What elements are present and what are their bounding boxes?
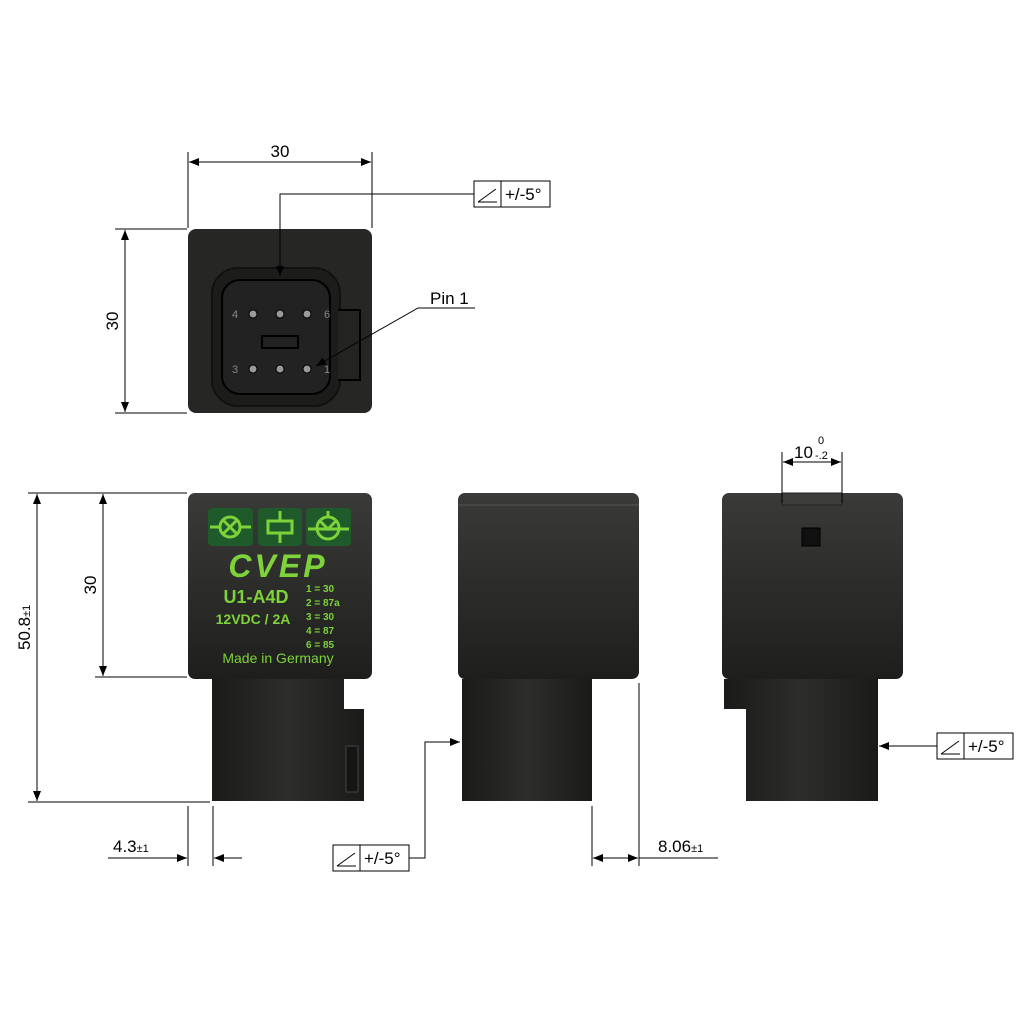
lamp-icon — [210, 515, 251, 539]
back-view: 10 0 -.2 +/-5° — [722, 435, 1014, 801]
pinout-item: 4 = 87 — [306, 626, 335, 637]
back-body — [722, 493, 903, 679]
pins — [248, 309, 312, 374]
pinout-item: 6 = 85 — [306, 640, 335, 651]
angle-tolerance: +/-5° — [968, 737, 1005, 756]
pin-1-label: Pin 1 — [430, 289, 469, 308]
pin-number: 4 — [232, 309, 238, 321]
height-dimension: 30 — [103, 312, 122, 331]
pin-number: 6 — [324, 309, 330, 321]
horn-icon — [308, 511, 349, 541]
offset-dimension: 4.3±1 — [113, 837, 149, 856]
total-height-dimension: 50.8±1 — [15, 605, 34, 650]
pin-number: 1 — [324, 364, 330, 376]
pinout-item: 3 = 30 — [306, 612, 335, 623]
slot-dimension: 10 — [794, 443, 813, 462]
front-connector — [212, 679, 364, 801]
brand-logo: CVEP — [228, 548, 327, 584]
angle-tolerance-box — [473, 180, 551, 208]
origin-label: Made in Germany — [222, 650, 333, 666]
angle-tolerance-box — [332, 844, 410, 872]
angle-tolerance: +/-5° — [364, 849, 401, 868]
symbol-icons — [208, 508, 351, 546]
angle-tolerance-box — [936, 732, 1014, 760]
offset-dimension: 8.06±1 — [658, 837, 703, 856]
slot-tolerance-lower: -.2 — [815, 450, 828, 462]
front-view: CVEP U1-A4D 12VDC / 2A 1 = 30 2 = 87a 3 … — [15, 492, 372, 866]
pinout-item: 2 = 87a — [306, 598, 340, 609]
slot-tolerance-upper: 0 — [818, 435, 824, 447]
rating-label: 12VDC / 2A — [216, 611, 291, 627]
side-view: +/-5° 8.06±1 — [332, 493, 718, 872]
latch — [338, 309, 361, 381]
width-dimension: 30 — [271, 142, 290, 161]
angularity-icon — [477, 188, 497, 203]
side-body — [458, 493, 639, 679]
pinout-item: 1 = 30 — [306, 584, 335, 595]
model-label: U1-A4D — [223, 587, 288, 607]
vent-hole — [801, 527, 821, 547]
angularity-icon — [336, 852, 356, 867]
angle-tolerance: +/-5° — [505, 185, 542, 204]
pinout-list: 1 = 30 2 = 87a 3 = 30 4 = 87 6 = 85 — [306, 584, 340, 651]
angularity-icon — [940, 740, 960, 755]
body-height-dimension: 30 — [81, 576, 100, 595]
back-connector — [724, 679, 878, 801]
pin-number: 3 — [232, 364, 238, 376]
relay-coil-icon — [266, 511, 294, 543]
key-slot — [261, 335, 299, 349]
top-view: 4 6 3 1 30 30 +/-5° Pin 1 — [103, 142, 551, 414]
side-connector — [462, 679, 592, 801]
